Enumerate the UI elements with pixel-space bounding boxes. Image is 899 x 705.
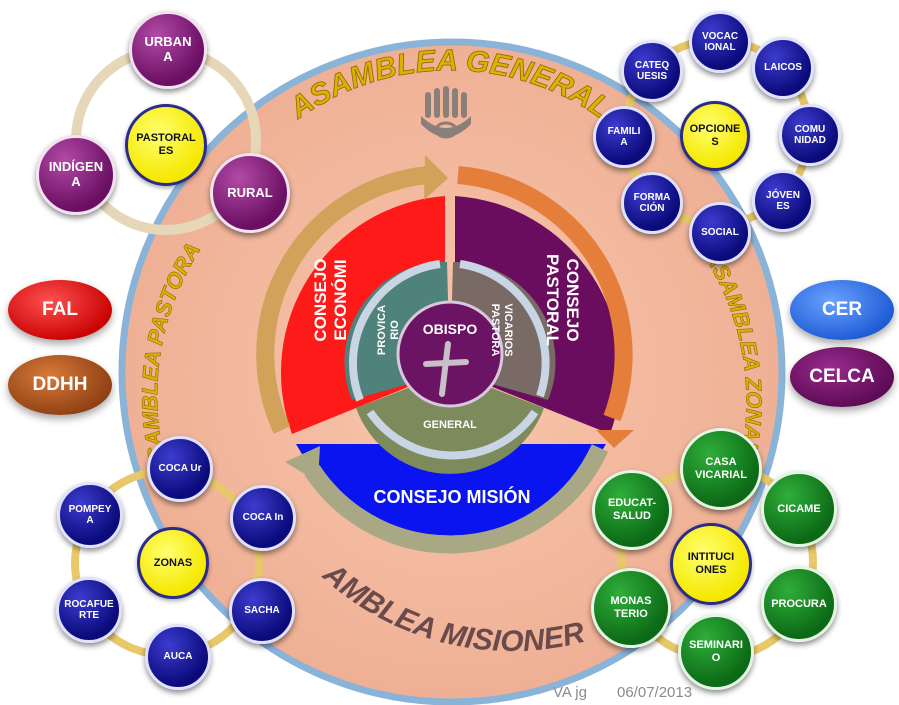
social-node[interactable]: SOCIAL (689, 202, 751, 264)
cicame-node[interactable]: CICAME (761, 471, 837, 547)
fal-badge[interactable]: FAL (8, 280, 112, 340)
vicarios-label: VICARIOSPASTORA (489, 303, 514, 356)
monasterio-node[interactable]: MONAS TERIO (591, 568, 671, 648)
opciones-hub[interactable]: OPCIONE S (680, 101, 750, 171)
arrow-economico-head (424, 155, 448, 200)
arrow-economico (256, 166, 429, 434)
arrow-pastoral (457, 166, 633, 422)
obispo-center[interactable] (396, 300, 504, 408)
ddhh-badge[interactable]: DDHH (8, 355, 112, 415)
inner-ring-arrow (349, 260, 441, 402)
provicario-label: PROVICARIO (376, 305, 401, 355)
celca-badge[interactable]: CELCA (790, 347, 894, 407)
coca-ur-node[interactable]: COCA Ur (147, 436, 213, 502)
educat-salud-node[interactable]: EDUCAT- SALUD (592, 470, 672, 550)
consejo-mision-sector[interactable] (296, 444, 606, 536)
urbana-node[interactable]: URBAN A (129, 11, 207, 89)
casa-vicarial-node[interactable]: CASA VICARIAL (680, 428, 762, 510)
zonas-hub[interactable]: ZONAS (137, 527, 209, 599)
consejo-pastoral-label: CONSEJOPASTORAL (543, 254, 582, 346)
inner-ring-arrow-3 (366, 409, 539, 460)
procura-node[interactable]: PROCURA (761, 566, 837, 642)
instituciones-hub[interactable]: INTITUCI ONES (670, 523, 752, 605)
cross-icon (423, 341, 469, 397)
coca-in-node[interactable]: COCA In (230, 485, 296, 551)
consejo-mision-label: CONSEJO MISIÓN (373, 486, 530, 507)
rocafuerte-node[interactable]: ROCAFUE RTE (56, 577, 122, 643)
vocacional-node[interactable]: VOCAC IONAL (689, 11, 751, 73)
auca-node[interactable]: AUCA (145, 624, 211, 690)
arrow-pastoral-head (596, 430, 634, 448)
seminario-node[interactable]: SEMINARI O (678, 614, 754, 690)
inner-ring-arrow-2 (459, 260, 550, 398)
comunidad-node[interactable]: COMU NIDAD (779, 104, 841, 166)
author-label: VA jg (553, 684, 587, 701)
indigena-node[interactable]: INDÍGEN A (36, 135, 116, 215)
sacha-node[interactable]: SACHA (229, 578, 295, 644)
pastorales-hub[interactable]: PASTORAL ES (125, 104, 207, 186)
date-label: 06/07/2013 (617, 684, 693, 701)
formacion-node[interactable]: FORMA CIÓN (621, 172, 683, 234)
pompeya-node[interactable]: POMPEY A (57, 482, 123, 548)
catequesis-node[interactable]: CATEQ UESIS (621, 40, 683, 102)
consejo-economico-label: CONSEJOECONÓMI (311, 258, 350, 341)
rural-node[interactable]: RURAL (210, 153, 290, 233)
jovenes-node[interactable]: JÓVEN ES (752, 170, 814, 232)
arrow-mision-head (285, 446, 320, 482)
laicos-node[interactable]: LAICOS (752, 37, 814, 99)
arrow-mision (304, 444, 609, 554)
familia-node[interactable]: FAMILI A (593, 106, 655, 168)
cer-badge[interactable]: CER (790, 280, 894, 340)
obispo-label: OBISPO (423, 321, 478, 337)
general-label: GENERAL (423, 419, 477, 431)
hands-emblem-icon (421, 86, 471, 139)
